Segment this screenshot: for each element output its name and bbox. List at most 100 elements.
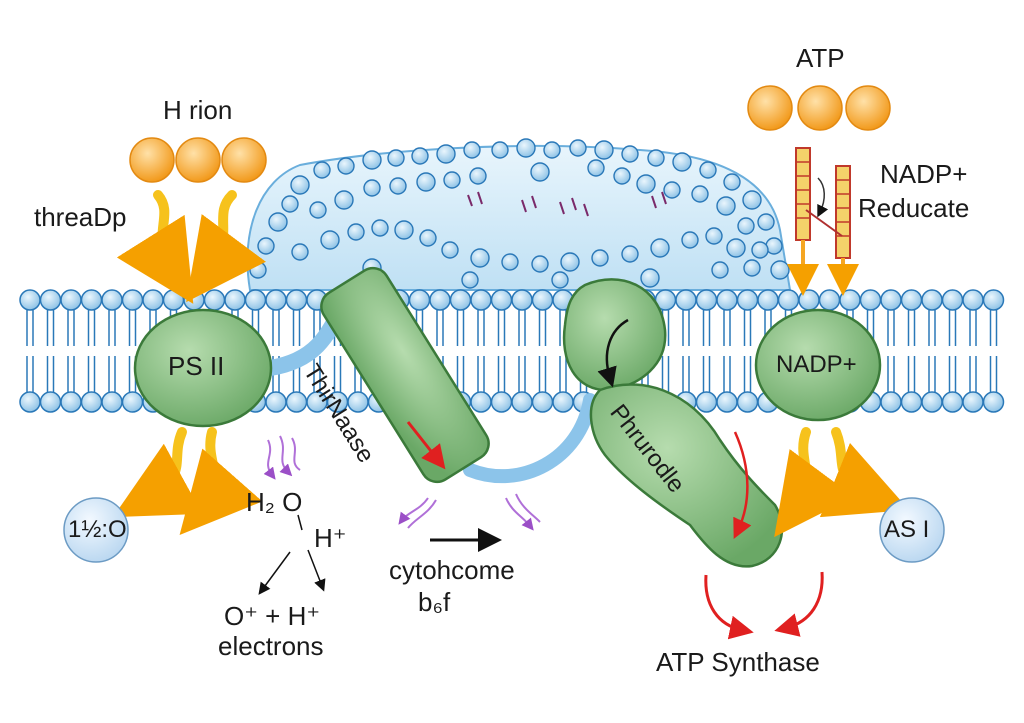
lipid-head (840, 290, 860, 310)
water-left-label: 1½:O (68, 517, 127, 543)
lipid-head (20, 392, 40, 412)
lipid-head (881, 290, 901, 310)
lipid-head (430, 290, 450, 310)
lipid-head (266, 290, 286, 310)
lipid-head (471, 392, 491, 412)
lumen-vesicle (738, 218, 754, 234)
lumen-vesicle (338, 158, 354, 174)
lumen-vesicle (544, 142, 560, 158)
lipid-head (984, 392, 1004, 412)
lipid-head (41, 392, 61, 412)
lumen-vesicle (502, 254, 518, 270)
lipid-head (697, 392, 717, 412)
lumen-vesicle (462, 272, 478, 288)
lumen-vesicle (437, 145, 455, 163)
red-arrows-atp-synthase (706, 572, 822, 630)
lipid-head (922, 290, 942, 310)
lumen-vesicle (444, 172, 460, 188)
yellow-arrows-bottom-left (148, 432, 216, 505)
lipid-head (266, 392, 286, 412)
lumen-vesicle (682, 232, 698, 248)
lumen-vesicle (588, 160, 604, 176)
lumen-vesicle (291, 176, 309, 194)
lumen-vesicle (752, 242, 768, 258)
lumen-vesicle (570, 140, 586, 156)
lipid-head (697, 290, 717, 310)
yellow-arrows-bottom-right (798, 432, 872, 505)
lumen-vesicle (664, 182, 680, 198)
lumen-vesicle (314, 162, 330, 178)
lipid-head (943, 392, 963, 412)
lumen-vesicle (771, 261, 789, 279)
lipid-head (512, 290, 532, 310)
h-plus-label: H⁺ (314, 524, 347, 553)
lumen-vesicle (531, 163, 549, 181)
lumen-vesicle (258, 238, 274, 254)
lumen-vesicle (390, 178, 406, 194)
lipid-head (902, 392, 922, 412)
lumen-vesicle (310, 202, 326, 218)
h2o-equation-label: H₂ O (246, 488, 302, 517)
lipid-head (20, 290, 40, 310)
lipid-head (512, 392, 532, 412)
lipid-head (246, 290, 266, 310)
lumen-vesicle (335, 191, 353, 209)
lumen-vesicle (717, 197, 735, 215)
as1-label: AS I (884, 517, 929, 543)
lumen-vesicle (470, 168, 486, 184)
lumen-vesicle (622, 246, 638, 262)
lipid-head (717, 290, 737, 310)
lipid-head (410, 290, 430, 310)
lumen-vesicle (692, 186, 708, 202)
lumen-vesicle (363, 151, 381, 169)
lipid-head (287, 290, 307, 310)
h-ion-label: H rion (163, 96, 232, 125)
lumen-vesicle (517, 139, 535, 157)
atp-synthase-label: ATP Synthase (656, 648, 820, 677)
lipid-head (123, 290, 143, 310)
lumen-vesicle (420, 230, 436, 246)
atp-cluster (748, 86, 890, 130)
lumen-vesicle (592, 250, 608, 266)
atp-label: ATP (796, 44, 845, 73)
lipid-head (738, 392, 758, 412)
lumen-vesicle (724, 174, 740, 190)
lumen-vesicle (727, 239, 745, 257)
lipid-head (225, 290, 245, 310)
lumen-vesicle (673, 153, 691, 171)
lumen-vesicle (743, 191, 761, 209)
lipid-head (492, 392, 512, 412)
lipid-head (963, 392, 983, 412)
lipid-head (799, 290, 819, 310)
nadp-reducate-label-1: NADP+ (880, 160, 967, 189)
lipid-head (492, 290, 512, 310)
lumen-vesicle (614, 168, 630, 184)
lipid-head (184, 290, 204, 310)
lumen-vesicle (269, 213, 287, 231)
lipid-head (451, 290, 471, 310)
lipid-head (102, 290, 122, 310)
lumen-vesicle (532, 256, 548, 272)
lumen-vesicle (561, 253, 579, 271)
lumen-vesicle (417, 173, 435, 191)
lumen-vesicle (648, 150, 664, 166)
lumen-vesicle (641, 269, 659, 287)
threadp-label: threaDp (34, 203, 127, 232)
lumen-vesicle (388, 150, 404, 166)
h-ion-cluster (130, 138, 266, 182)
nadp-reducate-label-2: Reducate (858, 194, 969, 223)
lumen-vesicle (282, 196, 298, 212)
lipid-head (41, 290, 61, 310)
lipid-head (143, 290, 163, 310)
lipid-head (123, 392, 143, 412)
lipid-head (902, 290, 922, 310)
lipid-head (943, 290, 963, 310)
lipid-head (963, 290, 983, 310)
lipid-head (779, 290, 799, 310)
yellow-arrows-top-left (158, 195, 232, 270)
o-h-label: O⁺ + H⁺ (224, 602, 320, 631)
lumen-vesicle (622, 146, 638, 162)
lipid-head (861, 290, 881, 310)
lipid-head (102, 392, 122, 412)
